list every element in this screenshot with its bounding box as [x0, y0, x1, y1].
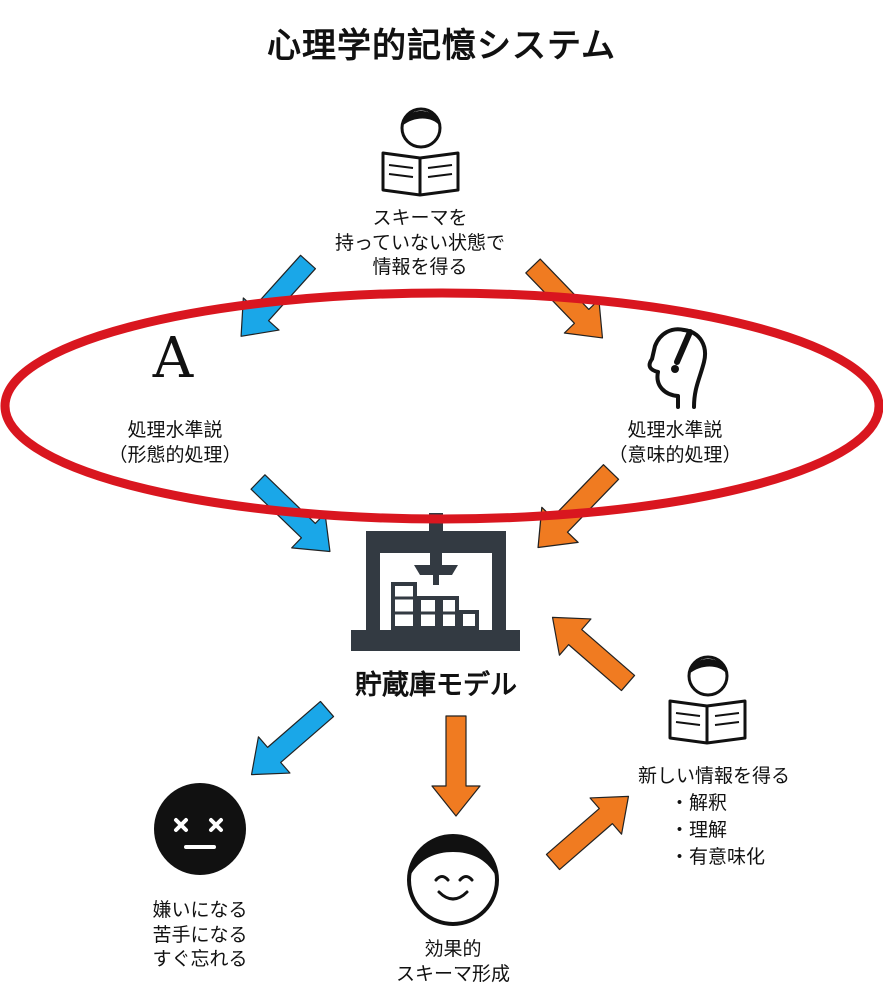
arrow-storage-to-effective: [431, 715, 481, 817]
dizzy-face-icon: [154, 783, 246, 875]
letter-a-icon: A: [152, 326, 194, 391]
top-node-label: スキーマを 持っていない状態で 情報を得る: [334, 207, 506, 279]
dislike-node-label: 嫌いになる 苦手になる すぐ忘れる: [152, 899, 248, 971]
warehouse-icon: [351, 513, 520, 651]
arrow-new-info-to-storage: [536, 598, 645, 702]
new-info-label: 新しい情報を得る ・解釈 ・理解 ・有意味化: [638, 765, 791, 868]
smiling-face-icon: [407, 834, 499, 926]
highlight-ring: [0, 288, 883, 524]
top-reading-person-icon: [381, 107, 460, 197]
semantic-node-label: 処理水準説 （意味的処理）: [608, 419, 742, 466]
effective-node-label: 効果的 スキーマ形成: [395, 938, 510, 985]
thinking-head-icon: [647, 327, 707, 409]
arrow-effective-to-new-info: [536, 777, 645, 881]
arrow-storage-to-dislike: [235, 690, 344, 794]
new-info-reading-person-icon: [668, 655, 747, 745]
diagram-title: 心理学的記憶システム: [267, 26, 616, 66]
formal-node-label: 処理水準説 （形態的処理）: [108, 419, 242, 466]
storage-model-label: 貯蔵庫モデル: [355, 670, 517, 701]
